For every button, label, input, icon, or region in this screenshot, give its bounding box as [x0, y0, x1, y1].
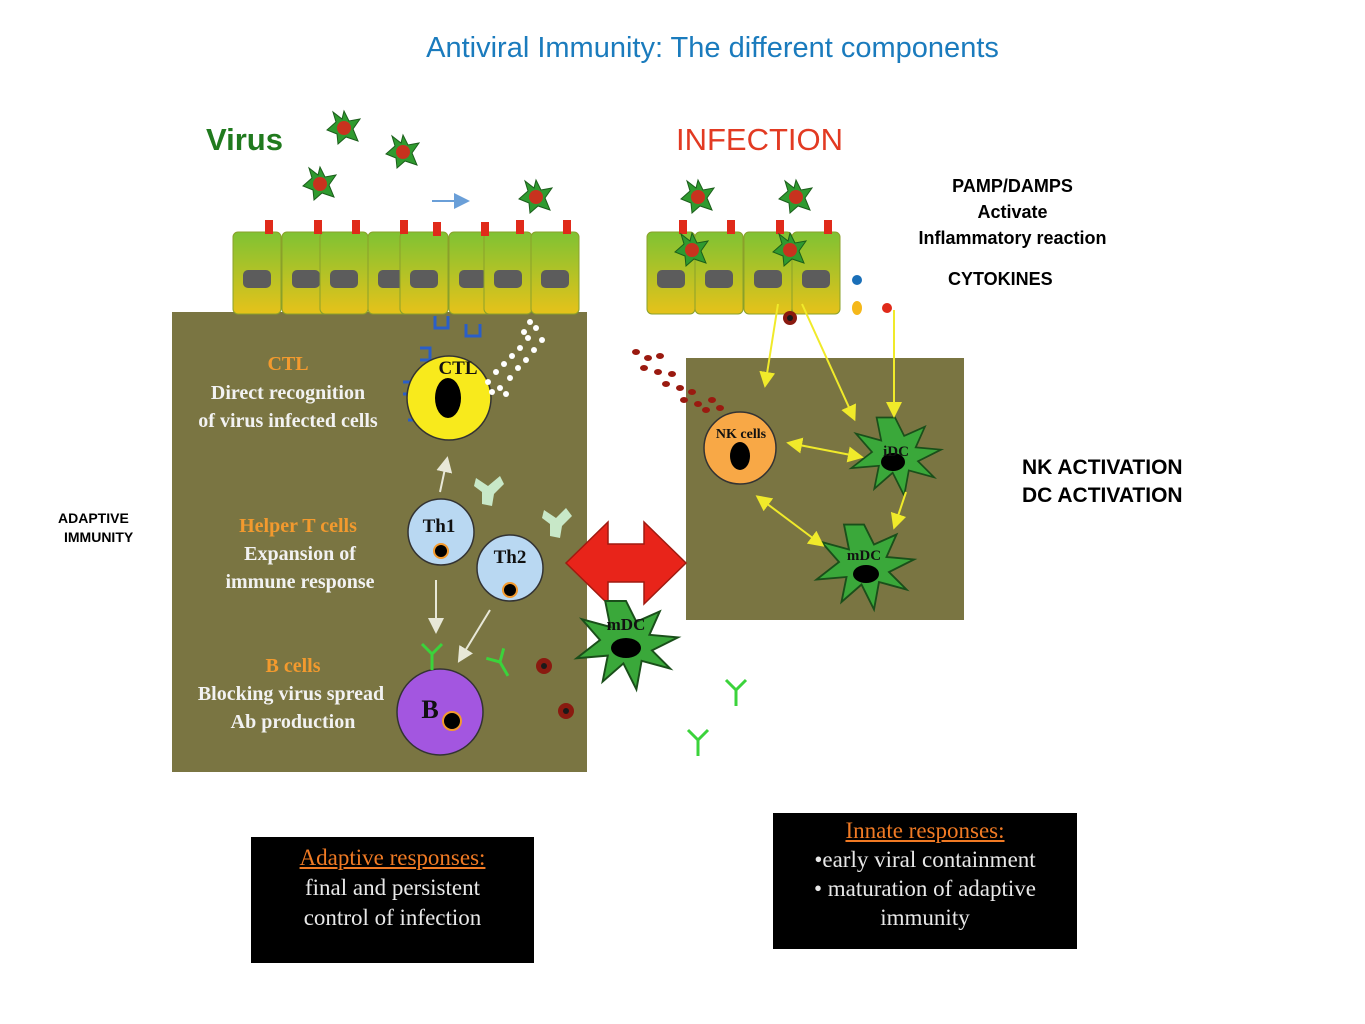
innate-panel — [686, 358, 964, 620]
idc-to-mdc-arrow — [890, 491, 907, 530]
innate-box-line-3: immunity — [880, 905, 970, 930]
cytokine-dot-red — [882, 303, 892, 313]
innate-box-line-2: • maturation of adaptive — [813, 876, 1036, 901]
helper-title: Helper T cells — [239, 515, 357, 537]
innate-box-line-1: •early viral containment — [814, 847, 1036, 872]
adaptive-immunity-line-2: IMMUNITY — [64, 529, 134, 545]
nk-mdc-arrow — [755, 495, 825, 547]
ctl-nucleus — [435, 378, 461, 418]
th2-nucleus — [502, 582, 518, 598]
cytokine-dot-blue — [852, 275, 862, 285]
b-cell — [396, 668, 484, 756]
cytokine-particles — [632, 349, 724, 413]
b-cell-label: B — [421, 695, 438, 724]
adaptive-immunity-label: ADAPTIVE IMMUNITY — [58, 509, 148, 547]
bcell-desc-1: Blocking virus spread — [198, 683, 384, 705]
nk-activation-label: NK ACTIVATION — [1022, 456, 1183, 479]
th1-to-ctl-arrow — [436, 456, 453, 493]
th1-cell — [407, 498, 475, 566]
cytotoxic-granules — [485, 319, 545, 397]
adaptive-box-line-2: control of infection — [303, 905, 482, 930]
idc-nucleus — [881, 453, 905, 471]
nk-idc-arrow — [786, 437, 864, 463]
b-nucleus — [442, 711, 462, 731]
mdc-left-label: mDC — [607, 615, 646, 634]
mdc-right-label: mDC — [847, 548, 881, 564]
nk-nucleus — [730, 442, 750, 470]
helper-desc-2: immune response — [225, 571, 374, 593]
bcell-desc-2: Ab production — [231, 711, 356, 733]
th1-nucleus — [433, 543, 449, 559]
adaptive-immunity-line-1: ADAPTIVE — [58, 510, 129, 526]
infection-label: INFECTION — [676, 122, 844, 157]
cytokine-dot-yellow — [852, 301, 862, 315]
right-epithelium — [646, 220, 841, 315]
cytokine-to-nk-arrow — [759, 303, 779, 388]
virus-label: Virus — [206, 122, 283, 157]
left-epithelium — [232, 220, 580, 315]
ctl-title: CTL — [267, 353, 308, 375]
th1-label: Th1 — [423, 516, 456, 537]
dc-activation-label: DC ACTIVATION — [1022, 484, 1183, 507]
ctl-desc-2: of virus infected cells — [198, 410, 378, 432]
pamp-line-1: PAMP/DAMPS — [952, 176, 1073, 196]
activation-text: NK ACTIVATION DC ACTIVATION — [1022, 454, 1183, 510]
th2-cell — [476, 534, 544, 602]
bcell-title: B cells — [266, 655, 321, 677]
th-cytokines — [474, 476, 572, 538]
idc-label: iDC — [883, 444, 909, 460]
pamp-line-3: Inflammatory reaction — [918, 228, 1107, 248]
adaptive-responses-box: Adaptive responses: final and persistent… — [251, 837, 534, 963]
mdc-left-nucleus — [611, 638, 641, 658]
pamp-text: PAMP/DAMPS Activate Inflammatory reactio… — [880, 173, 1145, 251]
ctl-desc-1: Direct recognition — [211, 382, 365, 404]
crosstalk-double-arrow — [564, 520, 688, 606]
ctl-cell-label: CTL — [438, 358, 477, 379]
innate-responses-box: Innate responses: •early viral containme… — [773, 813, 1077, 949]
innate-box-header: Innate responses: — [845, 818, 1005, 843]
cytokines-label: CYTOKINES — [948, 269, 1053, 289]
adaptive-box-header: Adaptive responses: — [299, 845, 486, 870]
pamp-line-2: Activate — [977, 202, 1048, 222]
helper-desc-1: Expansion of — [244, 543, 356, 565]
page-title: Antiviral Immunity: The different compon… — [426, 32, 999, 64]
th2-to-b-arrow — [457, 609, 491, 663]
mdc-right-nucleus — [853, 565, 879, 583]
cytokine-to-idc-arrow-1 — [801, 303, 856, 422]
th2-label: Th2 — [494, 547, 527, 568]
adaptive-box-line-1: final and persistent — [304, 875, 480, 900]
nk-label: NK cells — [716, 427, 767, 442]
